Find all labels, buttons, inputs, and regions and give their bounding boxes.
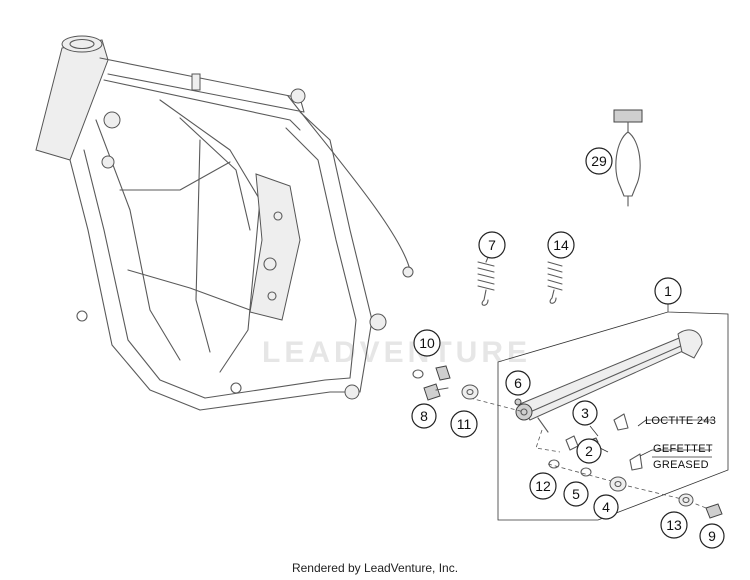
note-loctite: LOCTITE 243 [645, 415, 716, 427]
part-12-drawing [548, 459, 560, 469]
part-5-drawing [580, 467, 592, 477]
callout-11: 11 [450, 410, 478, 438]
callout-9: 9 [699, 523, 725, 549]
svg-text:5: 5 [572, 486, 580, 502]
note-greased: GREASED [653, 459, 709, 471]
side-stand-drawing [515, 329, 703, 433]
part-4-drawing [609, 476, 627, 492]
callout-5: 5 [563, 481, 589, 507]
part-8-drawing [423, 383, 449, 401]
svg-text:11: 11 [457, 416, 472, 432]
callout-8: 8 [411, 403, 437, 429]
svg-text:12: 12 [535, 478, 551, 494]
callout-14: 14 [547, 231, 575, 259]
callout-13: 13 [660, 511, 688, 539]
svg-text:2: 2 [585, 443, 593, 459]
assembly-line-1 [469, 397, 525, 413]
svg-text:9: 9 [708, 528, 716, 544]
svg-text:29: 29 [591, 153, 607, 169]
callout-7: 7 [478, 231, 506, 259]
svg-text:4: 4 [602, 499, 610, 515]
callout-3: 3 [572, 400, 598, 426]
part-10-drawing [412, 365, 451, 381]
note-gefettet: GEFETTET [653, 443, 713, 455]
svg-text:6: 6 [514, 375, 522, 391]
part-11-drawing [461, 384, 479, 400]
callout-4: 4 [593, 494, 619, 520]
part-9-drawing [705, 503, 723, 519]
callout-1: 1 [654, 277, 682, 305]
part-13-drawing [678, 493, 694, 507]
svg-text:14: 14 [553, 237, 569, 253]
frame-drawing [35, 35, 414, 411]
svg-text:10: 10 [419, 335, 435, 351]
assembly-line-3 [547, 463, 623, 485]
svg-text:3: 3 [581, 405, 589, 421]
svg-text:1: 1 [664, 283, 672, 299]
svg-text:13: 13 [666, 517, 682, 533]
assembly-line-2 [535, 429, 561, 453]
part-29-drawing [613, 109, 643, 207]
assembly-line-4 [627, 485, 707, 509]
footer-credit: Rendered by LeadVenture, Inc. [291, 561, 459, 575]
callout-29: 29 [585, 147, 613, 175]
svg-text:8: 8 [420, 408, 428, 424]
callout-6: 6 [505, 370, 531, 396]
callout-10: 10 [413, 329, 441, 357]
part-6-drawing [514, 398, 522, 406]
assembly-box [497, 300, 729, 521]
callout-12: 12 [529, 472, 557, 500]
svg-text:7: 7 [488, 237, 496, 253]
watermark-text: LEADVENTURE [262, 336, 531, 369]
callout-2: 2 [576, 438, 602, 464]
